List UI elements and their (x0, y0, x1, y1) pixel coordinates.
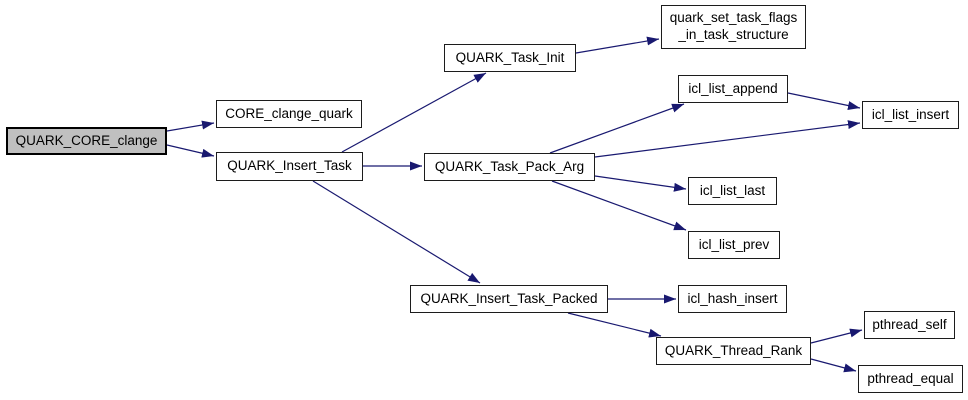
graph-node-CORE_clange_quark[interactable]: CORE_clange_quark (216, 100, 362, 128)
graph-node-label: QUARK_Task_Pack_Arg (434, 158, 585, 174)
graph-node-icl_list_append[interactable]: icl_list_append (678, 75, 788, 103)
edge-QUARK_Insert_Task-to-QUARK_Insert_Task_Packed (312, 180, 481, 284)
edge-QUARK_Insert_Task_Packed-to-QUARK_Thread_Rank (567, 312, 662, 338)
graph-node-label: QUARK_Thread_Rank (664, 342, 803, 358)
edge-QUARK_Task_Pack_Arg-to-icl_list_prev (551, 180, 687, 231)
graph-node-QUARK_Insert_Task_Packed[interactable]: QUARK_Insert_Task_Packed (410, 285, 608, 313)
graph-node-QUARK_Task_Init[interactable]: QUARK_Task_Init (444, 44, 576, 72)
graph-node-pthread_equal[interactable]: pthread_equal (858, 365, 963, 393)
edge-QUARK_Task_Pack_Arg-to-icl_list_last (594, 175, 687, 192)
graph-node-QUARK_Task_Pack_Arg[interactable]: QUARK_Task_Pack_Arg (424, 153, 595, 181)
edge-QUARK_CORE_clange-to-QUARK_Insert_Task (166, 144, 215, 158)
graph-node-label: quark_set_task_flags (669, 10, 798, 26)
graph-node-label: _in_task_structure (678, 27, 789, 42)
graph-node-pthread_self[interactable]: pthread_self (864, 311, 955, 339)
graph-node-label: CORE_clange_quark (225, 105, 353, 121)
graph-node-icl_list_prev[interactable]: icl_list_prev (688, 231, 780, 259)
edge-QUARK_Task_Init-to-quark_set_task_flags_in_task_structure (575, 36, 660, 54)
edge-icl_list_append-to-icl_list_insert (787, 92, 861, 110)
graph-node-label: QUARK_Insert_Task (227, 158, 352, 174)
graph-node-label: QUARK_Task_Init (455, 49, 565, 65)
edge-QUARK_Insert_Task-to-QUARK_Task_Init (341, 72, 487, 153)
graph-node-icl_list_insert[interactable]: icl_list_insert (862, 101, 959, 129)
edge-QUARK_Thread_Rank-to-pthread_self (810, 328, 863, 344)
graph-node-label: pthread_equal (867, 370, 954, 386)
graph-node-icl_list_last[interactable]: icl_list_last (688, 177, 777, 205)
graph-node-icl_hash_insert[interactable]: icl_hash_insert (678, 285, 787, 313)
graph-node-label: icl_list_append (688, 80, 778, 96)
graph-node-label: pthread_self (872, 316, 947, 332)
graph-node-label: icl_list_insert (871, 106, 950, 122)
graph-node-QUARK_Insert_Task[interactable]: QUARK_Insert_Task (216, 152, 363, 181)
edge-QUARK_Task_Pack_Arg-to-icl_list_insert (594, 120, 861, 158)
edge-QUARK_Task_Pack_Arg-to-icl_list_append (549, 103, 685, 154)
graph-node-label: QUARK_CORE_clange (15, 132, 158, 148)
graph-node-label: icl_list_last (699, 182, 766, 198)
edge-QUARK_CORE_clange-to-CORE_clange_quark (166, 120, 215, 132)
graph-node-QUARK_Thread_Rank[interactable]: QUARK_Thread_Rank (656, 337, 811, 365)
edge-QUARK_Thread_Rank-to-pthread_equal (810, 358, 857, 373)
graph-node-label: QUARK_Insert_Task_Packed (420, 290, 598, 306)
graph-node-quark_set_task_flags_in_task_structure[interactable]: quark_set_task_flags_in_task_structure (661, 5, 806, 49)
graph-node-QUARK_CORE_clange: QUARK_CORE_clange (6, 127, 167, 155)
graph-node-label: icl_hash_insert (687, 290, 778, 306)
graph-node-label: icl_list_prev (698, 236, 770, 252)
